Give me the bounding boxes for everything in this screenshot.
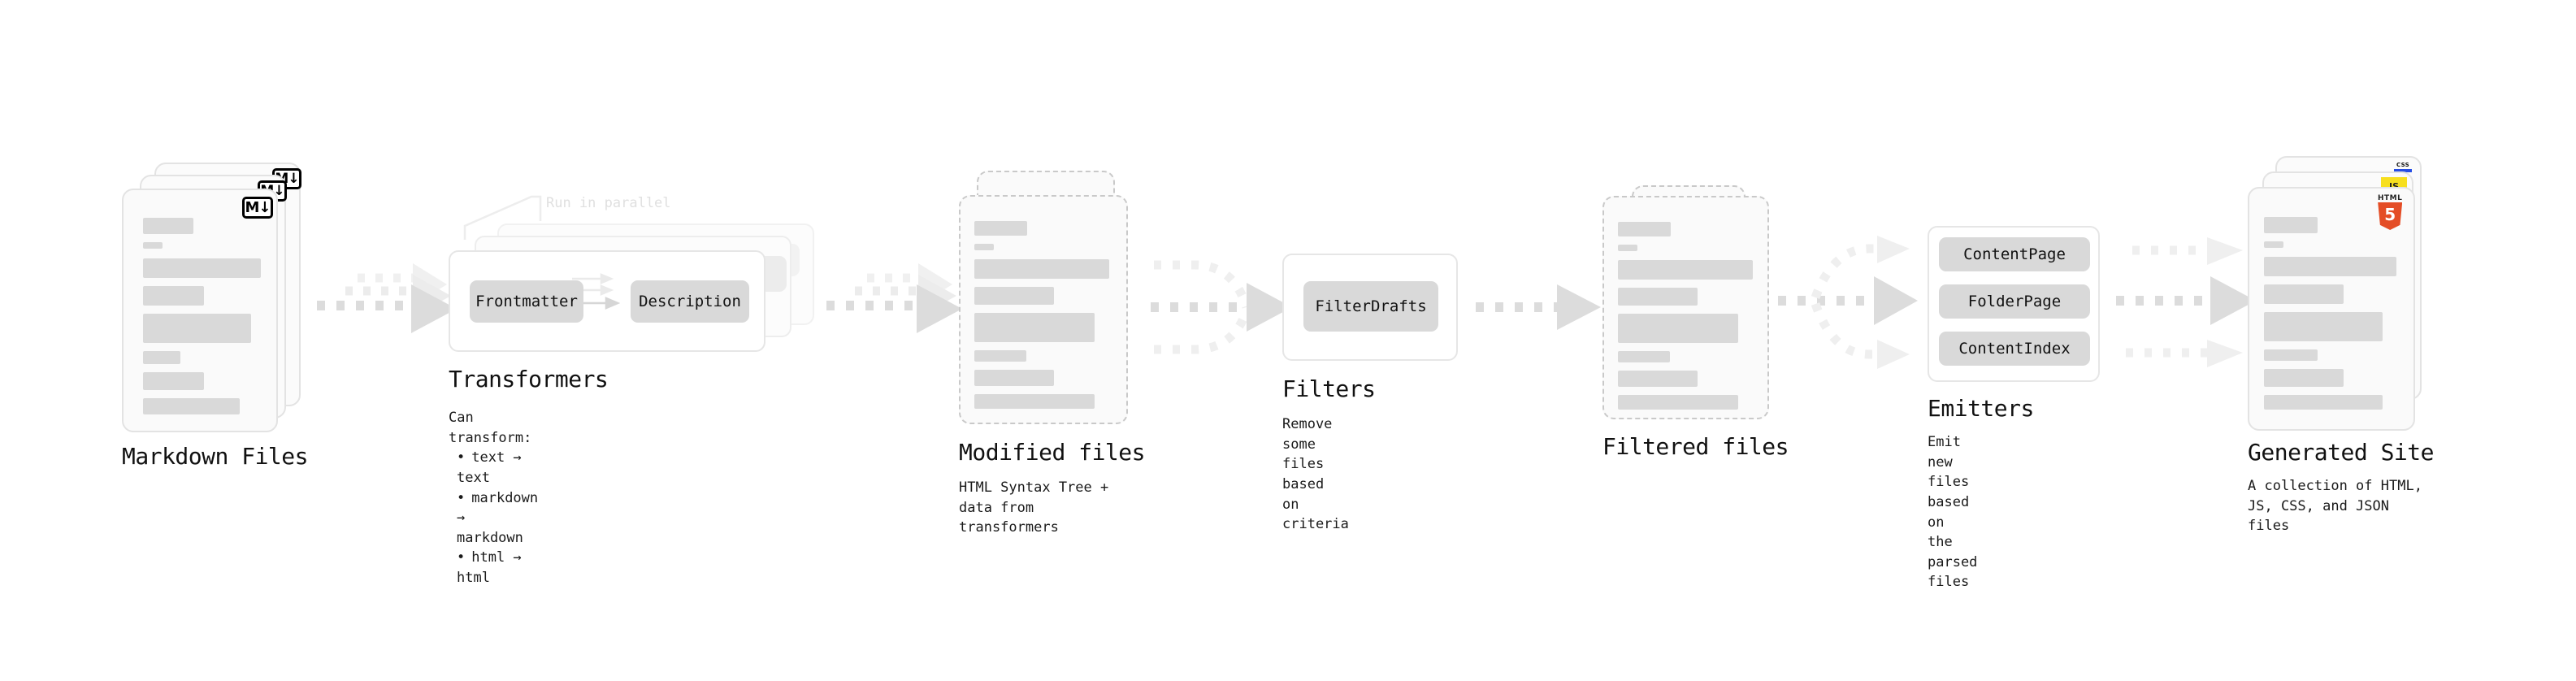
html5-badge-word: HTML — [2378, 194, 2403, 202]
stage-title-emitters: Emitters — [1928, 395, 2034, 422]
doc-line — [1618, 351, 1670, 362]
stage-filtered-files[interactable]: Filtered files — [1602, 185, 1789, 460]
annotation-run-in-parallel: Run in parallel — [546, 195, 671, 211]
list-items: text → text markdown → markdown html → h… — [457, 448, 538, 588]
doc-line — [1618, 395, 1738, 410]
css-badge-bar — [2394, 169, 2412, 172]
chip-frontmatter[interactable]: Frontmatter — [470, 280, 583, 323]
doc-line — [2264, 257, 2396, 276]
doc-line — [2264, 312, 2383, 341]
doc-line — [143, 218, 193, 234]
stage-subtitle-filters: Remove some files based on criteria — [1282, 416, 1349, 533]
doc-line — [974, 394, 1095, 409]
doc-line — [2264, 284, 2344, 304]
doc-line — [2264, 349, 2318, 361]
site-doc-stack: CSS JS HTML 5 — [2248, 156, 2435, 432]
modified-doc-stack — [959, 171, 1138, 439]
doc-line — [2264, 395, 2383, 410]
stage-subtitle-emitters: Emit new files based on the parsed files — [1928, 434, 1978, 591]
chip-folderpage[interactable]: FolderPage — [1939, 284, 2090, 319]
stage-modified-files[interactable]: Modified files HTML Syntax Tree + data f… — [959, 171, 1146, 536]
stage-title-markdown-files: Markdown Files — [122, 443, 309, 470]
stage-title-modified-files: Modified files — [959, 439, 1146, 466]
run-in-parallel-leader — [463, 195, 542, 240]
stage-title-filters: Filters — [1282, 375, 1376, 402]
doc-line — [143, 372, 204, 390]
arrowhead — [1877, 236, 1910, 263]
list-item: markdown → markdown — [457, 488, 538, 549]
arrowhead — [2210, 276, 2256, 325]
stage-generated-site[interactable]: CSS JS HTML 5 Genera — [2248, 156, 2435, 534]
stage-subtitle-modified-files: HTML Syntax Tree + data from transformer… — [959, 479, 1109, 536]
arrow-modified-to-filters — [1151, 260, 1292, 354]
doc-line — [143, 398, 240, 414]
doc-line — [974, 287, 1054, 305]
doc-line — [2264, 241, 2283, 248]
doc-line — [2264, 369, 2344, 387]
filtered-doc-lines — [1618, 222, 1756, 418]
doc-line — [1618, 245, 1637, 251]
stage-subtitle-generated-site: A collection of HTML, JS, CSS, and JSON … — [2248, 478, 2422, 535]
doc-line — [974, 259, 1109, 279]
html5-badge-number: 5 — [2384, 204, 2396, 224]
arrow-filters-to-filtered — [1476, 284, 1601, 330]
doc-line — [1618, 371, 1698, 387]
css3-badge: CSS — [2394, 163, 2412, 172]
doc-line — [974, 244, 994, 250]
markdown-doc-stack: M↓ M↓ M↓ — [122, 163, 309, 432]
doc-line — [1618, 260, 1753, 280]
doc-line — [143, 314, 251, 343]
chip-contentpage[interactable]: ContentPage — [1939, 237, 2090, 271]
doc-line — [143, 258, 261, 278]
doc-line — [2264, 217, 2318, 233]
filtered-doc-stack — [1602, 185, 1781, 445]
arrowhead — [1877, 340, 1910, 369]
markdown-doc-lines — [143, 218, 262, 423]
doc-line — [143, 286, 204, 306]
list-header: Can transform: — [449, 410, 532, 446]
modified-doc-lines — [974, 221, 1112, 417]
doc-line — [1618, 288, 1698, 306]
arrow-transformers-to-modified — [826, 263, 962, 333]
list-item: text → text — [457, 448, 538, 488]
chip-filterdrafts[interactable]: FilterDrafts — [1303, 281, 1438, 332]
arrowhead — [1874, 276, 1918, 325]
css-badge-label: CSS — [2396, 162, 2409, 168]
site-doc-lines — [2264, 217, 2402, 418]
transformers-capability-list: Can transform: text → text markdown → ma… — [449, 408, 538, 588]
markdown-badge: M↓ — [242, 197, 273, 219]
stage-title-transformers: Transformers — [449, 366, 609, 393]
markdown-badge-glyph: M↓ — [245, 199, 271, 216]
doc-line — [974, 350, 1026, 362]
arrow-filtered-to-emitters — [1778, 236, 1918, 369]
chip-description[interactable]: Description — [631, 280, 749, 323]
stage-markdown-files[interactable]: M↓ M↓ M↓ Markdown Files — [122, 163, 309, 470]
list-item: html → html — [457, 548, 538, 588]
arrow-md-to-transformers — [317, 263, 457, 333]
stage-title-filtered-files: Filtered files — [1602, 433, 1789, 460]
doc-line — [974, 221, 1027, 236]
html5-badge: HTML 5 — [2378, 194, 2403, 230]
doc-line — [1618, 314, 1738, 343]
doc-line — [974, 313, 1095, 342]
doc-line — [974, 370, 1054, 386]
sheet-front — [959, 195, 1128, 424]
arrowhead — [2207, 340, 2243, 367]
chip-contentindex[interactable]: ContentIndex — [1939, 332, 2090, 366]
stage-title-generated-site: Generated Site — [2248, 439, 2435, 466]
doc-line — [143, 351, 180, 364]
doc-line — [143, 242, 163, 249]
html5-badge-shield: 5 — [2378, 202, 2403, 230]
doc-line — [1618, 222, 1671, 236]
arrow-emitters-to-site — [2116, 237, 2256, 367]
arrowhead — [2207, 237, 2243, 265]
arrowhead — [411, 284, 457, 333]
arrowhead — [1247, 283, 1292, 332]
arrowhead — [1557, 284, 1601, 330]
